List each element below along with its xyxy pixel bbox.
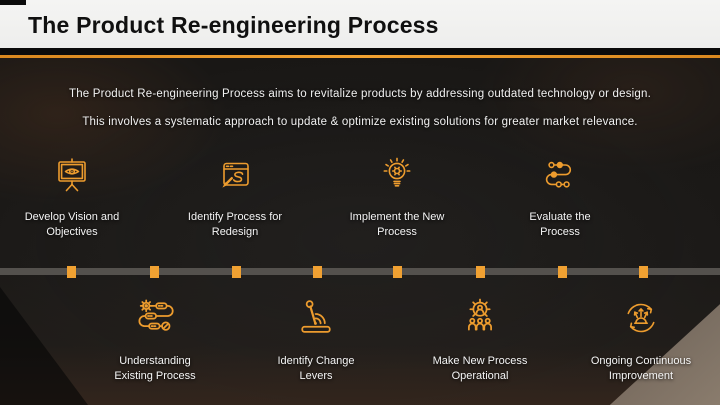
timeline-marker [312,266,322,278]
change-lever-icon [241,296,391,345]
timeline-marker [475,266,485,278]
timeline-marker [149,266,159,278]
timeline-marker [638,266,648,278]
page-title: The Product Re-engineering Process [28,12,439,38]
redesign-window-icon [160,157,310,202]
team-gear-icon [405,296,555,345]
intro-line-1: The Product Re-engineering Process aims … [68,88,652,100]
corner-accent-mark [0,0,26,5]
timeline-marker [557,266,567,278]
gear-workflow-icon [80,296,230,345]
timeline-bar [0,268,720,275]
timeline-marker [66,266,76,278]
intro-line-2: This involves a systematic approach to u… [82,116,638,128]
header-bar: The Product Re-engineering Process [0,0,720,48]
timeline-marker [392,266,402,278]
orange-accent-line [0,55,720,58]
process-flow-icon [485,157,635,202]
vision-presentation-icon [0,157,147,202]
photo-backdrop [0,57,720,405]
idea-bulb-gear-icon [322,157,472,202]
header-black-strip [0,48,720,55]
backdrop-table-tint [0,335,720,405]
continuous-improvement-icon [566,296,716,345]
timeline-marker [231,266,241,278]
